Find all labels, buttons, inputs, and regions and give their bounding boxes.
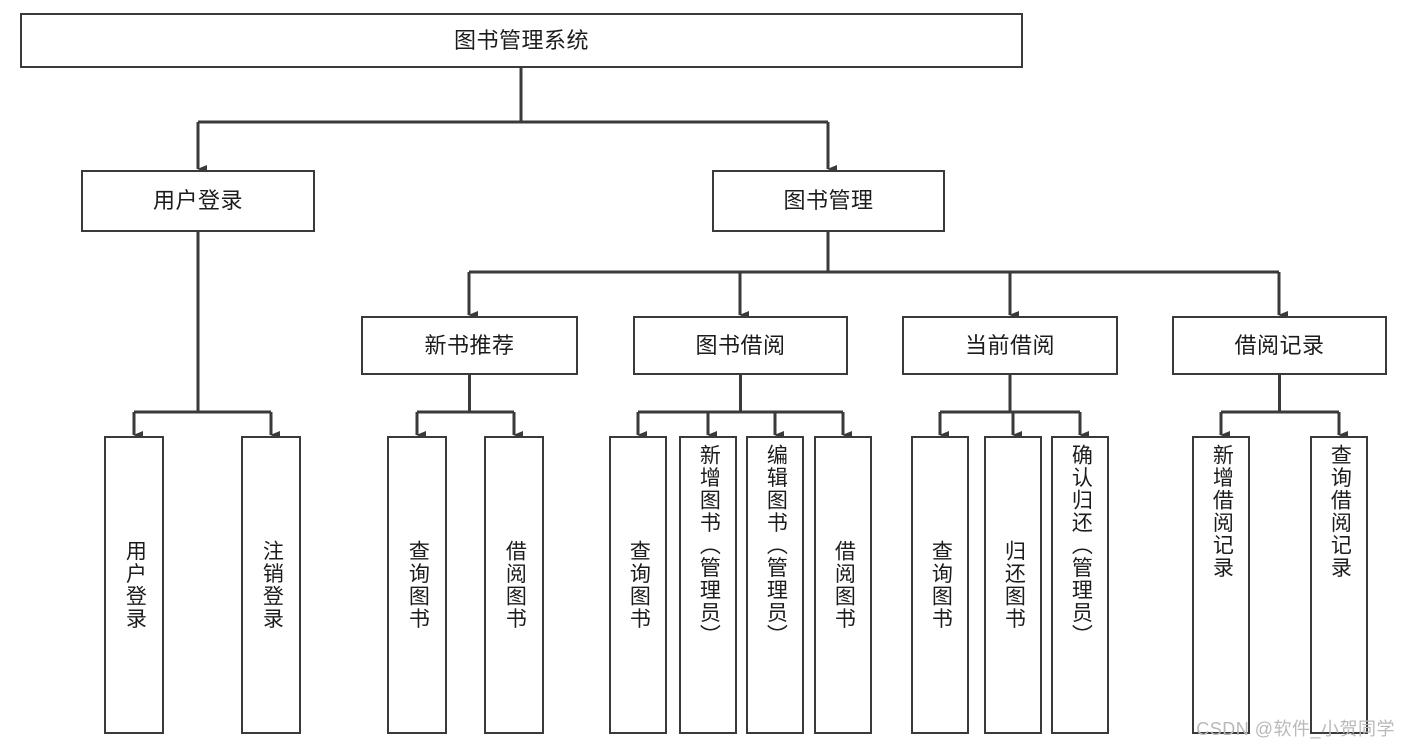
level2-node-label: 图书借阅 [695, 332, 786, 358]
leaf-node-9: 查询图书 [911, 436, 969, 734]
leaf-node-label: 编辑图书（管理员） [764, 444, 788, 647]
leaf-node-label: 查询借阅记录 [1328, 444, 1352, 579]
level2-node-label: 新书推荐 [424, 332, 515, 358]
root-node-label: 图书管理系统 [453, 27, 589, 53]
leaf-node-8: 借阅图书 [814, 436, 872, 734]
level2-node-3: 当前借阅 [902, 316, 1118, 375]
leaf-node-4: 借阅图书 [484, 436, 544, 734]
leaf-node-label: 归还图书 [1002, 540, 1026, 630]
leaf-node-3: 查询图书 [387, 436, 447, 734]
leaf-node-13: 查询借阅记录 [1310, 436, 1368, 734]
level2-node-4: 借阅记录 [1172, 316, 1387, 375]
leaf-node-label: 查询图书 [627, 540, 651, 630]
leaf-node-11: 确认归还（管理员） [1051, 436, 1109, 734]
leaf-node-6: 新增图书（管理员） [679, 436, 737, 734]
level1-node-label: 用户登录 [152, 188, 243, 214]
leaf-node-1: 用户登录 [104, 436, 164, 734]
level2-node-1: 新书推荐 [361, 316, 578, 375]
leaf-node-10: 归还图书 [984, 436, 1042, 734]
level2-node-2: 图书借阅 [633, 316, 848, 375]
leaf-node-5: 查询图书 [609, 436, 667, 734]
leaf-node-label: 用户登录 [123, 540, 147, 630]
leaf-node-label: 查询图书 [929, 540, 953, 630]
leaf-node-label: 确认归还（管理员） [1069, 444, 1093, 647]
level2-node-label: 当前借阅 [964, 332, 1055, 358]
leaf-node-label: 注销登录 [260, 540, 284, 630]
leaf-node-2: 注销登录 [241, 436, 301, 734]
level1-node-2: 图书管理 [712, 170, 945, 232]
root-node-1: 图书管理系统 [20, 13, 1023, 68]
leaf-node-label: 新增借阅记录 [1210, 444, 1234, 579]
leaf-node-label: 借阅图书 [832, 540, 856, 630]
leaf-node-label: 新增图书（管理员） [697, 444, 721, 647]
level1-node-label: 图书管理 [783, 188, 874, 214]
level2-node-label: 借阅记录 [1234, 332, 1325, 358]
leaf-node-label: 查询图书 [406, 540, 430, 630]
leaf-node-12: 新增借阅记录 [1192, 436, 1250, 734]
leaf-node-label: 借阅图书 [503, 540, 527, 630]
level1-node-1: 用户登录 [81, 170, 315, 232]
leaf-node-7: 编辑图书（管理员） [746, 436, 804, 734]
